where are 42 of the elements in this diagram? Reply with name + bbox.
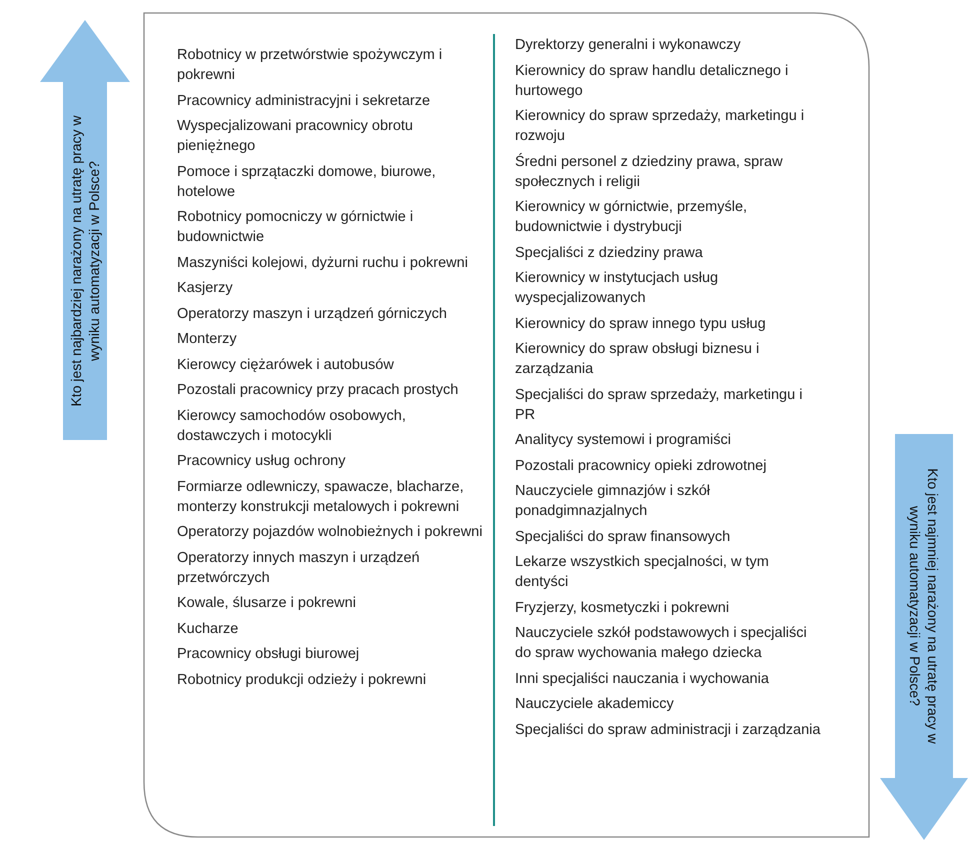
occupation-text: Wyspecjalizowani pracownicy obrotu pieniężnego: [177, 117, 414, 156]
occupation-text: Robotnicy produkcji odzieży i pokrewni: [177, 670, 428, 690]
occupation-text: Robotnicy pomocniczy w górnictwie i budownictwie: [177, 208, 414, 247]
arrow-label: Kto jest najbardziej narażony na utratę pracy w wyniku automatyzacji w Polsce?: [67, 114, 103, 409]
occupation-text: Kucharze: [177, 620, 240, 638]
occupation-text: Formiarze odlewniczy, spawacze, blacharze, monterzy konstrukcji metalowych i pokrewni: [177, 478, 465, 516]
occupation-text: Robotnicy w przetwórstwie spożywczym i pokrewni: [177, 46, 444, 85]
occupation-text: Pozostali pracownicy przy pracach prostych: [177, 381, 460, 400]
occupation-text: Kierowcy samochodów osobowych, dostawczych i motocykli: [177, 406, 407, 446]
occupation-text: Maszyniści kolejowi, dyżurni ruchu i pokrewni: [177, 254, 469, 272]
arrow-label: Kto jest najmniej narażony na utratę pracy w wyniku automatyzacji w Polsce?: [906, 467, 942, 746]
occupation-text: Kierownicy do spraw innego typu usług: [515, 314, 767, 334]
occupation-text: Pozostali pracownicy opieki zdrowotnej: [515, 456, 768, 476]
occupation-text: Kierownicy do spraw handlu detalicznego i hurtowego: [515, 62, 790, 100]
occupation-text: Kierownicy w górnictwie, przemyśle, budownictwie i dystrybucji: [515, 198, 748, 237]
occupation-text: Nauczyciele akademiccy: [515, 695, 675, 714]
occupation-text: Specjaliści z dziedziny prawa: [515, 244, 704, 262]
occupation-text: Operatorzy pojazdów wolnobieżnych i pokrewni: [177, 523, 484, 542]
occupation-text: Fryzjerzy, kosmetyczki i pokrewni: [515, 598, 730, 618]
occupation-text: Analitycy systemowi i programiści: [515, 431, 732, 450]
occupation-text: Operatorzy innych maszyn i urządzeń przetwórczych: [177, 548, 421, 588]
occupation-text: Pracownicy usług ochrony: [177, 452, 346, 471]
occupation-text: Lekarze wszystkich specjalności, w tym dentyści: [515, 553, 770, 592]
occupation-text: Średni personel z dziedziny prawa, spraw społecznych i religii: [515, 152, 784, 192]
occupation-text: Nauczyciele gimnazjów i szkół ponadgimnazjalnych: [515, 482, 712, 521]
occupation-text: Monterzy: [177, 330, 238, 349]
occupation-text: Nauczyciele szkół podstawowych i specjaliści do spraw wychowania małego dziecka: [515, 624, 808, 663]
occupation-text: Pracownicy administracyjni i sekretarze: [177, 92, 432, 110]
occupation-text: Specjaliści do spraw administracji i zarządzania: [515, 720, 822, 740]
occupation-text: Kierowcy ciężarówek i autobusów: [177, 356, 395, 374]
occupation-text: Inni specjaliści nauczania i wychowania: [515, 670, 770, 688]
occupation-text: Kierownicy w instytucjach usług wyspecjalizowanych: [515, 269, 720, 308]
occupation-text: Dyrektorzy generalni i wykonawczy: [515, 36, 742, 55]
occupation-text: Pomoce i sprzątaczki domowe, biurowe, hotelowe: [177, 162, 437, 202]
occupation-text: Operatorzy maszyn i urządzeń górniczych: [177, 304, 448, 324]
occupation-text: Specjaliści do spraw sprzedaży, marketingu i PR: [515, 386, 804, 424]
occupation-text: Kasjerzy: [177, 279, 234, 298]
occupation-text: Pracownicy obsługi biurowej: [177, 645, 360, 664]
occupation-text: Kierownicy do spraw sprzedaży, marketingu i rozwoju: [515, 107, 806, 146]
occupation-text: Specjaliści do spraw finansowych: [515, 528, 732, 546]
occupation-text: Kowale, ślusarze i pokrewni: [177, 594, 357, 613]
occupation-text: Kierownicy do spraw obsługi biznesu i zarządzania: [515, 340, 760, 379]
